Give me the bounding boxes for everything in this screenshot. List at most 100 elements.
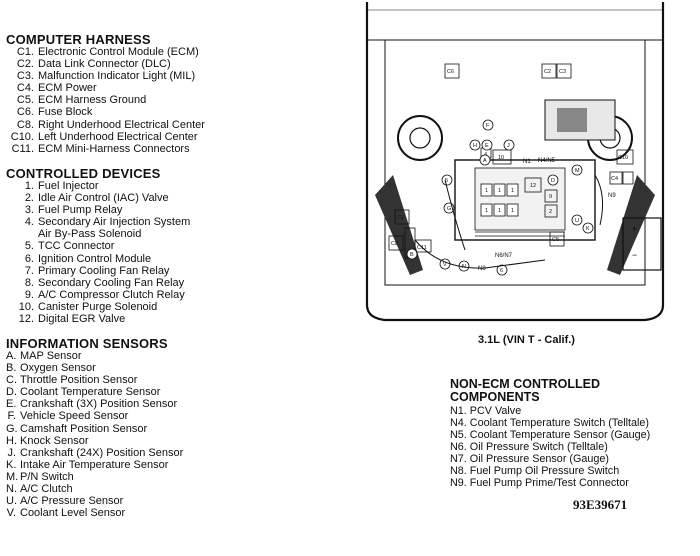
component-2-label: 2 bbox=[549, 209, 552, 215]
sensor-a-marker bbox=[479, 154, 491, 166]
item-code: C3. bbox=[16, 70, 34, 83]
left-strut-tower bbox=[397, 115, 443, 161]
sensor-m-label: M bbox=[575, 168, 580, 174]
item-text: Secondary Cooling Fan Relay bbox=[38, 276, 185, 289]
item-text: Vehicle Speed Sensor bbox=[20, 410, 129, 423]
component-12-box bbox=[524, 177, 542, 193]
item-text: A/C Pressure Sensor bbox=[20, 495, 124, 508]
sensor-f-label: F bbox=[486, 123, 490, 129]
item-text: Digital EGR Valve bbox=[38, 313, 126, 326]
sensor-h-marker bbox=[469, 139, 481, 151]
item-code: D. bbox=[6, 386, 17, 399]
item-code: 1. bbox=[24, 180, 34, 192]
injector-2-box bbox=[493, 183, 506, 197]
item-code: C4. bbox=[16, 82, 34, 95]
item-code: 12. bbox=[18, 313, 34, 326]
sensor-k-marker bbox=[582, 222, 594, 234]
list-item: V.Coolant Level Sensor bbox=[6, 507, 183, 519]
battery-minus-label: − bbox=[632, 250, 637, 260]
figure-id: 93E39671 bbox=[573, 497, 628, 512]
computer-harness-section: COMPUTER HARNESS C1.Electronic Control M… bbox=[6, 33, 205, 155]
sensor-a-label: A bbox=[483, 158, 487, 164]
item-text: A/C Compressor Clutch Relay bbox=[38, 288, 185, 301]
list-item: 8.Secondary Cooling Fan Relay bbox=[6, 277, 190, 289]
n8-label: N8 bbox=[478, 266, 486, 272]
item-code: 2. bbox=[24, 192, 34, 205]
list-item: C1.Electronic Control Module (ECM) bbox=[6, 46, 205, 58]
list-item: 6.Ignition Control Module bbox=[6, 253, 190, 265]
list-item: C3. Malfunction Indicator Light (MIL) bbox=[6, 70, 205, 82]
item-text: ECM Harness Ground bbox=[38, 94, 147, 107]
injector-3-box bbox=[506, 183, 519, 197]
item-code: 6. bbox=[24, 252, 34, 265]
item-code: 3. bbox=[24, 204, 34, 217]
sensor-u-label: U bbox=[575, 218, 579, 224]
item-text: Throttle Position Sensor bbox=[20, 374, 138, 387]
list-item: 10.Canister Purge Solenoid bbox=[6, 301, 190, 313]
component-5-label: 5 bbox=[445, 178, 448, 184]
item-code: A. bbox=[6, 350, 17, 362]
c4-label: C4 bbox=[611, 176, 618, 182]
item-code: K. bbox=[6, 458, 17, 471]
list-item: H.Knock Sensor bbox=[6, 435, 183, 447]
list-item: C8.Right Underhood Electrical Center bbox=[6, 119, 205, 131]
list-item: N4. Coolant Temperature Switch (Telltale… bbox=[450, 417, 650, 429]
section-title-line-2: COMPONENTS bbox=[450, 390, 540, 404]
sensor-callouts: F H E J G A D M U K B V N bbox=[406, 119, 594, 272]
item-code: E. bbox=[6, 398, 17, 411]
section-title: COMPUTER HARNESS bbox=[6, 32, 151, 47]
item-text: Coolant Temperature Sensor bbox=[20, 386, 161, 399]
item-text: Oxygen Sensor bbox=[20, 362, 96, 375]
component-6-label: 6 bbox=[500, 268, 503, 274]
injector-4-label: 1 bbox=[485, 208, 488, 214]
list-item: J.Crankshaft (24X) Position Sensor bbox=[6, 447, 183, 459]
list-item: C6.Fuse Block bbox=[6, 106, 205, 118]
c10-label: C10 bbox=[618, 155, 628, 161]
engine-variant-label: 3.1L (VIN T - Calif.) bbox=[478, 334, 575, 346]
sensor-e-label: E bbox=[485, 143, 489, 149]
c5-box bbox=[549, 231, 565, 247]
item-text: Fuel Pump Relay bbox=[38, 204, 123, 217]
list-item: D.Coolant Temperature Sensor bbox=[6, 386, 183, 398]
sensor-m-marker bbox=[571, 164, 583, 176]
sensor-e-marker bbox=[481, 139, 493, 151]
component-6-marker bbox=[496, 264, 508, 276]
list-item: 1.Fuel Injector bbox=[6, 180, 190, 192]
list-item: C5.ECM Harness Ground bbox=[6, 94, 205, 106]
list-item: 9.A/C Compressor Clutch Relay bbox=[6, 289, 190, 301]
component-9-box bbox=[544, 189, 558, 203]
sensor-d-marker bbox=[547, 174, 559, 186]
item-text: MAP Sensor bbox=[20, 350, 82, 362]
sensor-j-marker bbox=[503, 139, 515, 151]
item-code: M. bbox=[6, 470, 19, 483]
item-code: H. bbox=[6, 434, 17, 447]
item-text: Malfunction Indicator Light (MIL) bbox=[38, 70, 196, 83]
item-code: 5. bbox=[24, 240, 34, 253]
item-text: Knock Sensor bbox=[20, 434, 89, 447]
item-text: Canister Purge Solenoid bbox=[38, 300, 158, 313]
item-text: Coolant Level Sensor bbox=[20, 507, 126, 520]
list-item: B.Oxygen Sensor bbox=[6, 362, 183, 374]
item-code: G. bbox=[6, 422, 18, 435]
battery bbox=[622, 217, 662, 271]
non-ecm-components-section: NON-ECM CONTROLLED COMPONENTS N1. PCV Va… bbox=[450, 377, 650, 490]
section-title-line-1: NON-ECM CONTROLLED bbox=[450, 377, 600, 391]
item-code: N. bbox=[6, 483, 17, 496]
n4n5-label: N4/N5 bbox=[538, 158, 556, 164]
item-text: Right Underhood Electrical Center bbox=[38, 118, 205, 131]
component-10-box bbox=[492, 149, 512, 165]
component-2-box bbox=[544, 204, 558, 218]
list-item: 12. Digital EGR Valve bbox=[6, 313, 190, 325]
c11-label: C11 bbox=[417, 245, 427, 251]
sensor-h-label: H bbox=[473, 143, 477, 149]
list-item: N7. Oil Pressure Sensor (Gauge) bbox=[450, 453, 610, 465]
sensor-k-label: K bbox=[586, 226, 590, 232]
list-item: 5.TCC Connector bbox=[6, 240, 190, 252]
c6-box bbox=[444, 63, 460, 79]
item-code: C6. bbox=[16, 106, 34, 119]
sensor-u-marker bbox=[571, 214, 583, 226]
item-text: Data Link Connector (DLC) bbox=[38, 58, 171, 71]
list-item: Air By-Pass Solenoid bbox=[6, 228, 190, 240]
list-item: C.Throttle Position Sensor bbox=[6, 374, 183, 386]
